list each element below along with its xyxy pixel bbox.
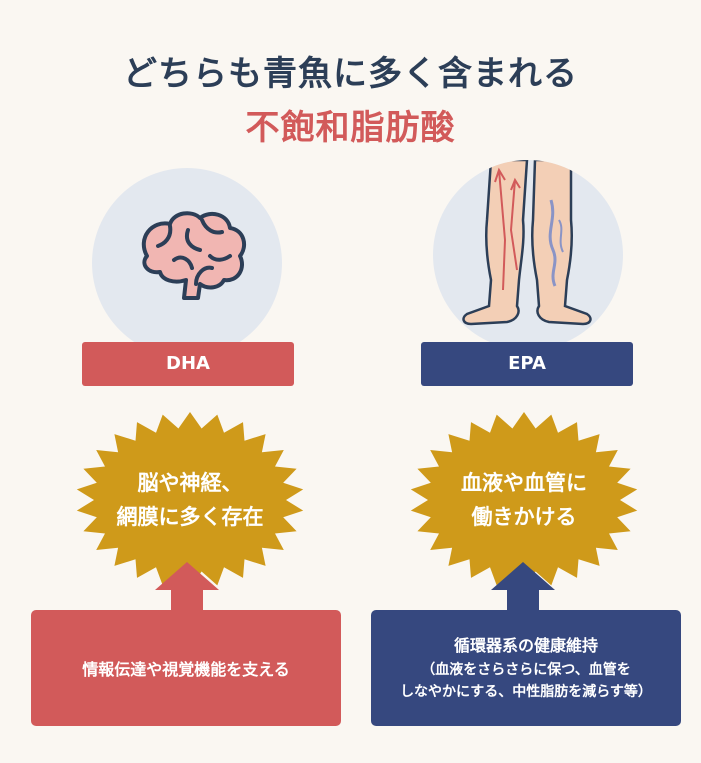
epa-benefit-title: 循環器系の健康維持 xyxy=(453,636,598,655)
dha-label: DHA xyxy=(82,342,294,386)
up-arrow-icon xyxy=(155,562,219,612)
legs-illustration xyxy=(433,160,623,350)
epa-label: EPA xyxy=(421,342,633,386)
legs-icon xyxy=(462,160,592,326)
brain-icon xyxy=(141,211,247,300)
dha-burst: 脳や神経、 網膜に多く存在 xyxy=(74,410,306,590)
starburst-shape xyxy=(76,412,304,588)
epa-burst-line2: 働きかける xyxy=(471,505,577,529)
epa-burst: 血液や血管に 働きかける xyxy=(408,410,640,590)
epa-benefit-detail-1: （血液をさらさらに保つ、血管を xyxy=(421,662,631,678)
epa-benefit-box: 循環器系の健康維持 （血液をさらさらに保つ、血管を しなやかにする、中性脂肪を減… xyxy=(371,610,681,726)
brain-illustration xyxy=(92,168,282,358)
dha-burst-line1: 脳や神経、 xyxy=(137,471,243,495)
dha-benefit-text: 情報伝達や視覚機能を支える xyxy=(82,660,290,679)
epa-burst-line1: 血液や血管に xyxy=(461,471,587,495)
epa-benefit-detail-2: しなやかにする、中性脂肪を減らす等） xyxy=(400,684,652,700)
up-arrow-icon xyxy=(491,562,555,612)
page-subtitle: 不飽和脂肪酸 xyxy=(245,108,456,148)
starburst-shape xyxy=(410,412,638,588)
page-title: どちらも青魚に多く含まれる xyxy=(123,54,578,94)
dha-burst-line2: 網膜に多く存在 xyxy=(116,505,264,529)
dha-benefit-box: 情報伝達や視覚機能を支える xyxy=(31,610,341,726)
